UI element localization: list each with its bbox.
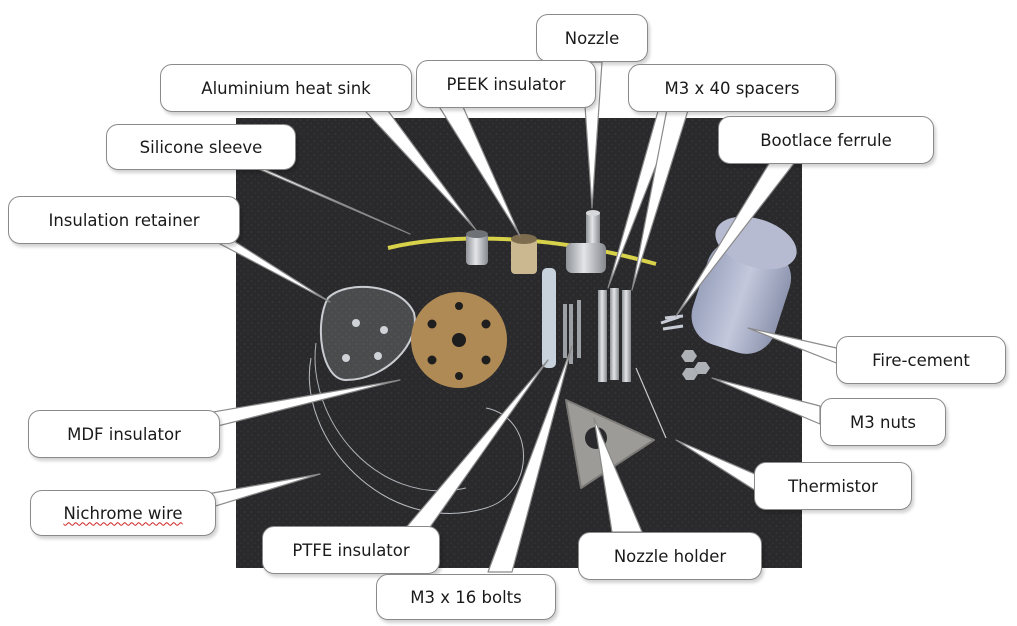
label-aluminium-heat-sink: Aluminium heat sink	[160, 64, 412, 112]
nozzle-part	[586, 213, 600, 243]
silicone-sleeve-part	[387, 236, 657, 266]
pointer-ferrule	[675, 161, 796, 317]
label-peek-insulator: PEEK insulator	[416, 60, 596, 108]
label-mdf-insulator: MDF insulator	[28, 410, 220, 458]
label-nozzle-holder: Nozzle holder	[578, 532, 762, 580]
label-nozzle: Nozzle	[536, 14, 648, 62]
label-ptfe-insulator: PTFE insulator	[262, 526, 440, 574]
nozzle-holder-part	[565, 399, 655, 489]
label-fire-cement: Fire-cement	[836, 336, 1006, 384]
pointer-peek	[434, 99, 521, 237]
label-nichrome-wire: Nichrome wire	[30, 490, 216, 536]
bolts-part	[569, 304, 573, 364]
peek-insulator-part	[511, 238, 537, 274]
label-thermistor: Thermistor	[754, 462, 912, 510]
pointer-bolts	[487, 345, 573, 573]
pointer-nozzle-holder	[593, 417, 643, 533]
label-m3-x-16-bolts: M3 x 16 bolts	[376, 574, 556, 620]
spacers-part	[598, 290, 607, 382]
thermistor-part	[635, 367, 667, 439]
pointer-silicone	[241, 161, 411, 235]
label-silicone-sleeve: Silicone sleeve	[106, 124, 296, 170]
nichrome-wire-part	[308, 357, 524, 514]
ptfe-part	[542, 268, 556, 368]
pointer-thermistor	[675, 439, 765, 497]
ferrule-part	[660, 314, 684, 331]
nichrome-wire-text: Nichrome wire	[63, 503, 183, 523]
label-bootlace-ferrule: Bootlace ferrule	[718, 116, 934, 164]
pointer-m3-nuts	[711, 377, 821, 425]
label-m3-nuts: M3 nuts	[820, 398, 946, 446]
label-insulation-retainer: Insulation retainer	[8, 196, 240, 244]
pointer-retainer	[204, 235, 331, 303]
label-m3-x-40-spacers: M3 x 40 spacers	[628, 64, 836, 112]
nuts-part	[681, 350, 697, 362]
heat-sink-part	[466, 233, 488, 265]
